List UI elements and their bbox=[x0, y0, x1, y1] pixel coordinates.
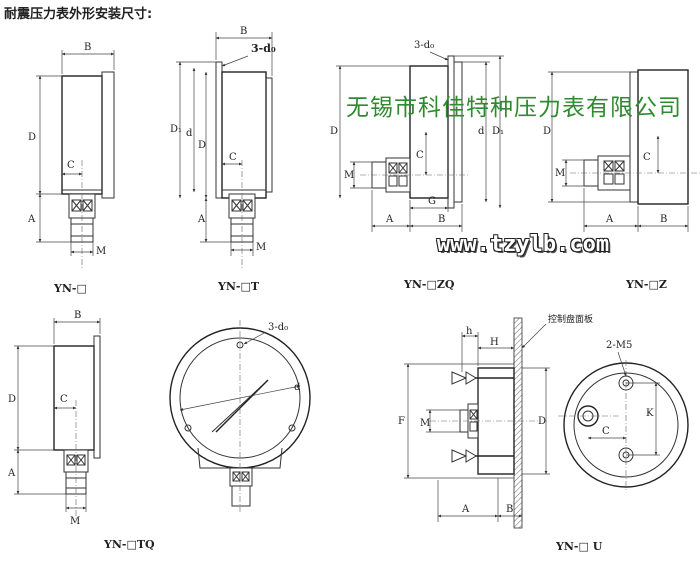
dim-label-a-u: A bbox=[461, 504, 470, 515]
dim-label-m-tq: M bbox=[70, 516, 80, 527]
drawing-yn-t: B 3-d₀ D₁ d D A C M YN-□T bbox=[170, 26, 276, 293]
dim-label-a-t: A bbox=[197, 214, 206, 225]
dim-label-d-tq: D bbox=[8, 394, 16, 405]
dim-label-a-zq: A bbox=[385, 214, 394, 225]
dim-label-c-t: C bbox=[229, 152, 237, 163]
dim-label-c-tq: C bbox=[60, 394, 68, 405]
dim-label-b: B bbox=[84, 42, 91, 53]
dim-label-f-u: F bbox=[398, 416, 405, 427]
dim-label-k-u: K bbox=[646, 408, 654, 419]
drawing-yn-u-side: 控制盘面板 h H F M D A B bbox=[398, 313, 593, 529]
dim-label-d-u: D bbox=[538, 416, 546, 427]
caption-yn-t: YN-□T bbox=[217, 280, 260, 293]
dim-label-m-z: M bbox=[555, 168, 565, 179]
drawing-yn-tq: B D A C M YN-□TQ bbox=[7, 310, 155, 551]
dim-label-d0-t: 3-d₀ bbox=[251, 42, 276, 55]
dim-label-m5-u: 2-M5 bbox=[606, 340, 632, 351]
dim-label-b-z: B bbox=[660, 214, 667, 225]
caption-yn-u: YN-□ U bbox=[555, 540, 603, 553]
caption-yn: YN-□ bbox=[53, 282, 87, 295]
dim-label-c-z: C bbox=[643, 152, 651, 163]
dim-label-g-zq: G bbox=[428, 196, 436, 207]
dim-label-a-z: A bbox=[605, 214, 614, 225]
drawing-yn-z: D C M A B YN-□Z bbox=[543, 69, 700, 291]
dim-label-d-t: D bbox=[198, 140, 206, 151]
caption-yn-zq: YN-□ZQ bbox=[403, 278, 455, 291]
dim-label-d1-zq: D₁ bbox=[492, 126, 504, 137]
drawing-yn: B D A C M YN-□ bbox=[27, 42, 115, 295]
dim-label-a: A bbox=[27, 214, 36, 225]
dim-label-a-tq: A bbox=[7, 468, 16, 479]
watermark-company: 无锡市科佳特种压力表有限公司 bbox=[346, 95, 682, 121]
dim-label-hbig-u: H bbox=[490, 337, 499, 348]
dim-label-dsmall-t: d bbox=[186, 128, 193, 139]
drawing-front-view: d 3-d₀ bbox=[169, 320, 311, 512]
dim-label-c-zq: C bbox=[416, 150, 424, 161]
dim-label-m: M bbox=[96, 246, 106, 257]
caption-yn-tq: YN-□TQ bbox=[103, 538, 155, 551]
page-title: 耐震压力表外形安装尺寸: bbox=[4, 7, 153, 22]
dim-label-b-u: B bbox=[506, 504, 513, 515]
dim-label-dsmall-front: d bbox=[294, 382, 301, 393]
drawing-yn-zq: 3-d₀ D d D₁ M C A B G YN-□ZQ bbox=[330, 40, 504, 291]
panel-label: 控制盘面板 bbox=[548, 313, 593, 325]
dim-label-c: C bbox=[67, 160, 75, 171]
dim-label-m-u: M bbox=[420, 418, 430, 429]
dim-label-m-t: M bbox=[256, 242, 266, 253]
dim-label-d: D bbox=[28, 132, 36, 143]
dim-label-m-zq: M bbox=[344, 170, 354, 181]
dim-label-b-t: B bbox=[240, 26, 247, 37]
dim-label-c-u: C bbox=[602, 426, 610, 437]
dim-label-d0-zq: 3-d₀ bbox=[414, 40, 434, 51]
dim-label-d0-front: 3-d₀ bbox=[268, 322, 288, 333]
drawing-yn-u-back: 2-M5 K C YN-□ U bbox=[555, 340, 689, 553]
dim-label-d-zq: D bbox=[330, 126, 338, 137]
caption-yn-z: YN-□Z bbox=[625, 278, 667, 291]
dim-label-h-u: h bbox=[466, 326, 473, 337]
dim-label-dsmall-zq: d bbox=[478, 126, 485, 137]
dim-label-d1-t: D₁ bbox=[170, 124, 182, 135]
dim-label-b-zq: B bbox=[438, 214, 445, 225]
dim-label-d-z: D bbox=[543, 126, 551, 137]
watermark-website: www.tzylb.com bbox=[436, 232, 610, 257]
dim-label-b-tq: B bbox=[74, 310, 81, 321]
